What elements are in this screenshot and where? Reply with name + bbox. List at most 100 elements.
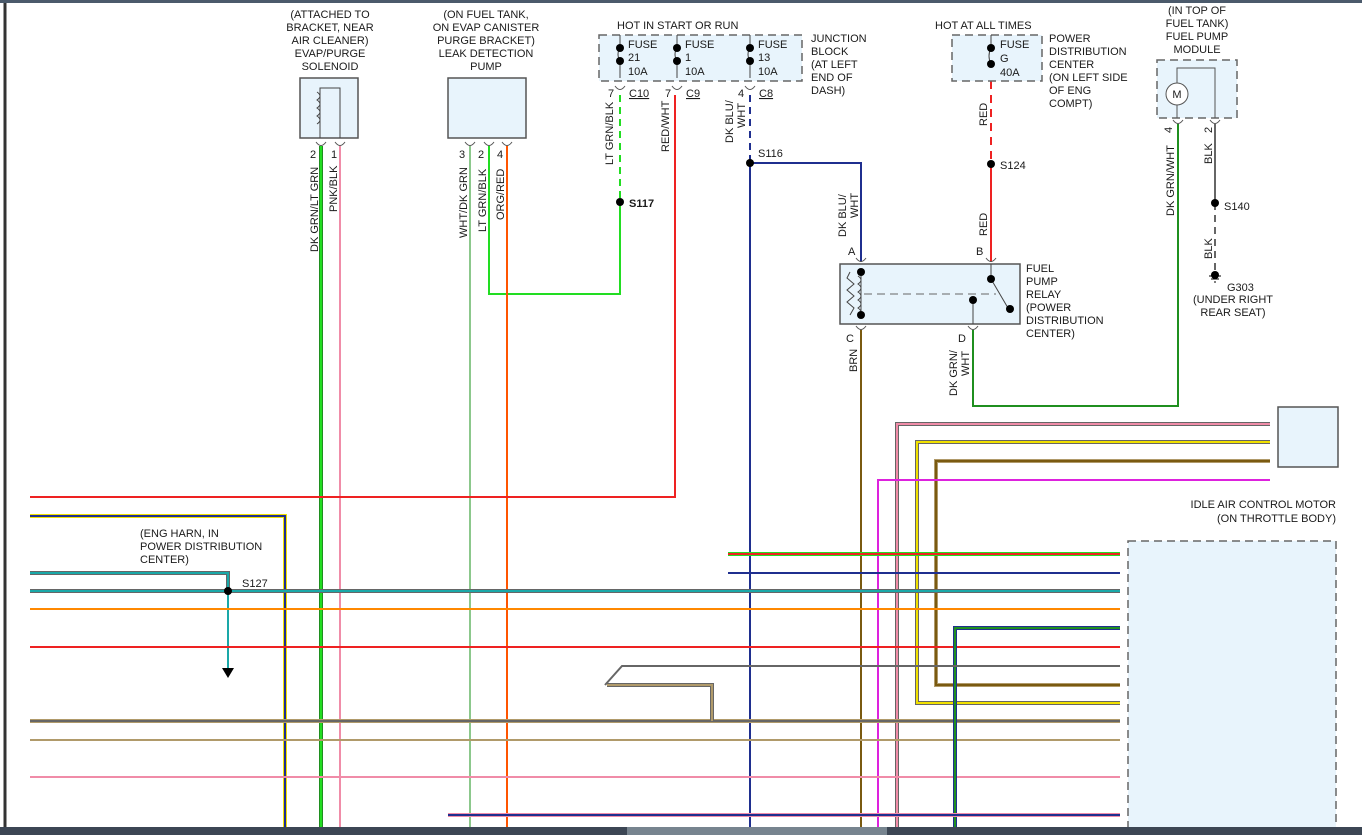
splice-dot <box>987 275 995 283</box>
relay-coil-icon <box>857 275 862 317</box>
connector-terminal <box>967 325 979 330</box>
wire-label: LT GRN/BLK <box>604 101 616 165</box>
splice-dot <box>1211 199 1219 207</box>
pin-label: A <box>848 246 856 258</box>
resistor-icon <box>846 271 855 316</box>
splice-label: S127 <box>242 578 268 590</box>
wire-blk-tan-g106 <box>607 684 713 721</box>
splice-dot <box>616 198 624 206</box>
pdc-label-line: (ON LEFT SIDE <box>1049 72 1128 84</box>
fuse-label: G <box>1000 53 1009 65</box>
fuse-label: 10A <box>628 66 648 78</box>
leak-pump-label-line: PURGE BRACKET) <box>437 35 535 47</box>
junction-block-header: HOT IN START OR RUN <box>617 20 738 32</box>
fuse-terminal <box>673 57 681 65</box>
fuse-label: 10A <box>685 66 705 78</box>
motor-label: M <box>1172 89 1181 101</box>
pin-label: 3 <box>459 149 465 161</box>
fuel-pump-module-label-line: MODULE <box>1173 44 1220 56</box>
pin-label: C <box>846 333 854 345</box>
fuse-label: 21 <box>628 52 640 64</box>
wire-label: BRN <box>848 349 860 372</box>
leak-pump-label-line: PUMP <box>470 61 502 73</box>
splice-dot <box>857 268 865 276</box>
connector-terminal <box>1209 119 1221 124</box>
fuel-pump-relay-label-line: FUEL <box>1026 263 1054 275</box>
wire-label: BLK <box>1203 238 1215 259</box>
ground-location-label-line: REAR SEAT) <box>1200 307 1265 319</box>
wire-dk-blu-lt-grn <box>954 627 1120 835</box>
pin-label: 7 <box>608 88 614 100</box>
evap-solenoid-label-line: BRACKET, NEAR <box>286 22 373 34</box>
wire-label: DK GRN/LT GRN <box>309 167 321 252</box>
connector-terminal <box>855 325 867 330</box>
splice-dot <box>969 296 977 304</box>
splice-label: S124 <box>1000 160 1026 172</box>
wire-label: DK BLU/ <box>724 99 736 143</box>
wire-lt-grn-blk <box>488 146 621 295</box>
horizontal-scrollbar[interactable] <box>0 827 1362 835</box>
wire-blk-wht-g106 <box>604 665 1120 686</box>
fuel-pump-relay-label-line: CENTER) <box>1026 328 1075 340</box>
connector-terminal <box>985 257 997 262</box>
pin-label: 4 <box>1163 127 1175 133</box>
leak-pump-label-line: (ON FUEL TANK, <box>443 9 528 21</box>
splice-label: S140 <box>1224 201 1250 213</box>
connector-terminal <box>315 141 327 146</box>
wire-blk-lt-blu-3-stripe <box>30 571 230 591</box>
wire-dk-grn-wht <box>972 124 1179 407</box>
ground-point <box>1211 271 1219 279</box>
fuse-label: FUSE <box>758 39 787 51</box>
junction-block-label-line: DASH) <box>811 85 845 97</box>
iac-motor-label-line: (ON THROTTLE BODY) <box>1217 513 1336 525</box>
iac-motor-box <box>1277 406 1339 468</box>
wire-gry-red <box>896 423 1270 835</box>
fuse-terminal <box>616 44 624 52</box>
relay-switch-icon <box>990 278 1009 309</box>
pin-label: 7 <box>665 88 671 100</box>
fuse-label: FUSE <box>685 39 714 51</box>
leak-pump-box <box>447 77 527 139</box>
splice-label: S117 <box>629 198 654 210</box>
wire-label: RED <box>978 213 990 236</box>
fuel-pump-relay-label-line: PUMP <box>1026 276 1058 288</box>
connector-id: C9 <box>686 88 700 100</box>
splice-dot <box>987 160 995 168</box>
pdc-label-line: DISTRIBUTION <box>1049 46 1127 58</box>
connector-terminal <box>483 141 495 146</box>
splice-dot <box>224 587 232 595</box>
pin-label: 2 <box>478 149 484 161</box>
pdc-label-line: CENTER <box>1049 59 1094 71</box>
pdc-header: HOT AT ALL TIMES <box>935 20 1032 32</box>
pcm-connector-box <box>1127 540 1337 835</box>
splice-dot <box>1006 305 1014 313</box>
splice-dot <box>746 159 754 167</box>
fuse-label: FUSE <box>1000 39 1029 51</box>
fuse-label: 1 <box>685 52 691 64</box>
scroll-track-left <box>0 827 195 835</box>
pdc-label-line: OF ENG <box>1049 85 1091 97</box>
evap-solenoid-label-line: AIR CLEANER) <box>291 35 368 47</box>
connector-terminal <box>334 141 346 146</box>
s127-note-line: POWER DISTRIBUTION <box>140 541 262 553</box>
fuse-terminal <box>673 44 681 52</box>
pin-label: 4 <box>497 149 503 161</box>
wire-label: RED/WHT <box>660 100 672 152</box>
scroll-thumb[interactable] <box>627 827 887 835</box>
fuel-pump-relay-label-line: DISTRIBUTION <box>1026 315 1104 327</box>
connector-terminal <box>671 85 683 90</box>
wire-label: LT GRN/BLK <box>477 168 489 232</box>
junction-block-label-line: (AT LEFT <box>811 59 858 71</box>
wire-blk-lt-blu-3 <box>30 572 229 591</box>
splice-label: S116 <box>758 148 783 160</box>
pin-label: B <box>976 246 983 258</box>
splice-dot <box>987 60 995 68</box>
wire-label: PNK/BLK <box>328 165 340 212</box>
splice-dot <box>857 311 865 319</box>
connector-terminal <box>1172 119 1184 124</box>
wire-label: BLK <box>1203 143 1215 164</box>
fuse-label: 40A <box>1000 67 1020 79</box>
junction-block-label-line: END OF <box>811 72 853 84</box>
pdc-label-line: COMPT) <box>1049 98 1092 110</box>
fuel-pump-module-label-line: FUEL PUMP <box>1166 31 1229 43</box>
